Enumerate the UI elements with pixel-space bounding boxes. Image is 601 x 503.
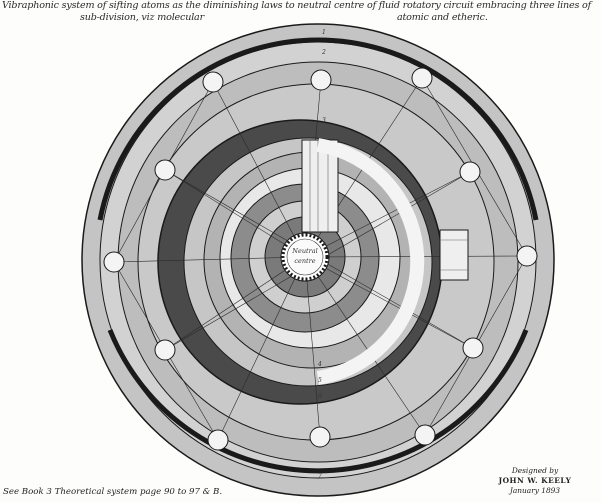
circle-node-icon [155,160,175,180]
circle-node-icon [104,252,124,272]
center-label-line-2: centre [294,257,315,265]
center-label-line-1: Neutral [291,247,317,255]
circle-node-icon [463,338,483,358]
side-tube [440,230,468,280]
designer-credit: Designed by JOHN W. KEELY January 1893 [470,466,600,496]
circle-node-icon [310,427,330,447]
ring-number: 2 [321,49,326,56]
circle-node-icon [208,430,228,450]
circle-node-icon [203,72,223,92]
circle-node-icon [412,68,432,88]
credit-date: January 1893 [470,486,600,496]
circle-node-icon [415,425,435,445]
circle-node-icon [517,246,537,266]
ring-number: 4 [317,361,322,368]
circle-node-icon [460,162,480,182]
book-reference: See Book 3 Theoretical system page 90 to… [3,487,222,497]
ring-number: 3 [322,117,326,124]
ring-number: 6 [318,393,322,400]
ring-number: 1 [322,29,326,36]
ring-number: 5 [318,377,322,384]
sun-center-icon: Neutral centre [281,233,329,281]
circle-node-icon [155,340,175,360]
circle-node-icon [311,70,331,90]
ring-number: 7 [318,473,322,480]
credit-name: JOHN W. KEELY [470,476,600,486]
credit-prefix: Designed by [470,466,600,476]
